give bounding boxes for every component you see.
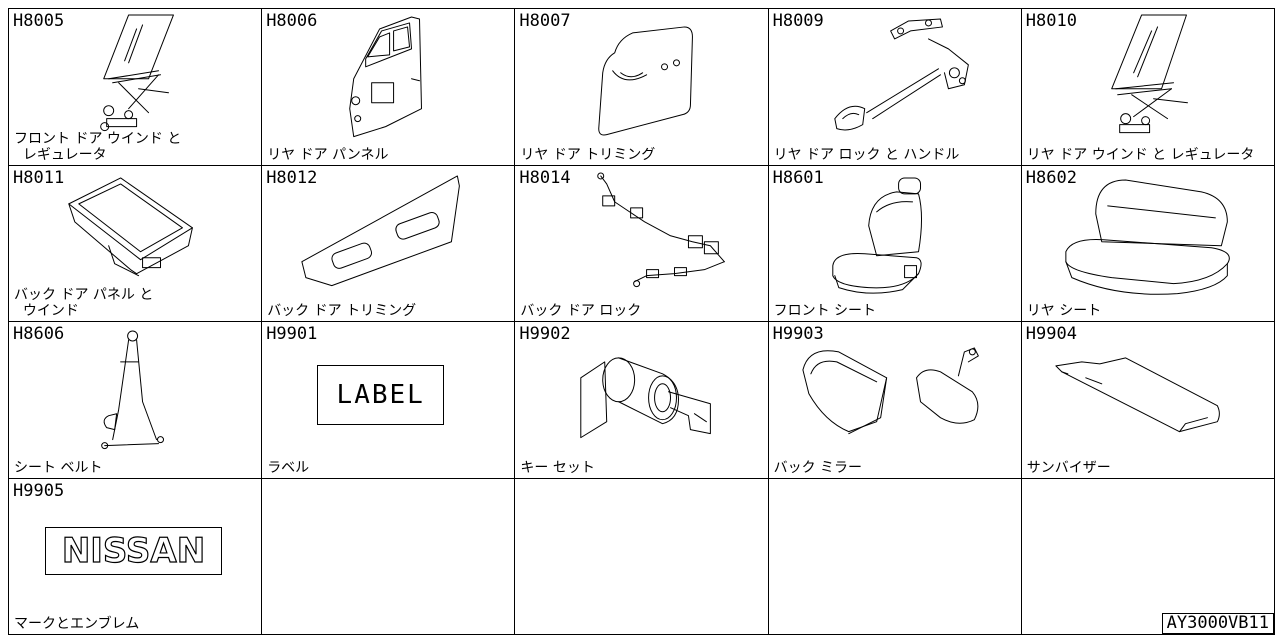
part-code: H9905 [13, 480, 65, 501]
label-text: LABEL [336, 380, 425, 410]
part-code: H8602 [1025, 167, 1077, 188]
front-door-window-regulator-icon [100, 14, 174, 132]
part-name: リヤ ドア トリミング [520, 146, 656, 163]
part-name: リヤ ドア ウインド と レギュレータ [1026, 146, 1255, 163]
back-mirror-icon [801, 347, 979, 435]
part-name: フロント シート [773, 303, 877, 319]
back-door-panel-window-icon [68, 176, 193, 276]
label-box: LABEL [317, 365, 445, 425]
catalog-cell-h8014[interactable]: H8014 バック ドア ロック [515, 165, 769, 322]
empty-cell [262, 478, 516, 635]
part-name: マークとエンブレム [14, 616, 140, 632]
rear-seat-icon [1065, 178, 1230, 295]
part-code: H8006 [266, 11, 318, 31]
part-code: H8010 [1025, 11, 1077, 31]
catalog-cell-h9905[interactable]: H9905 NISSAN マークとエンブレム [9, 478, 263, 635]
catalog-cell-h8010[interactable]: H8010 リヤ ドア ウインド と レギュレータ [1021, 9, 1275, 166]
part-code: H8606 [13, 324, 65, 344]
catalog-cell-h9902[interactable]: H9902 キー セット [515, 322, 769, 479]
rear-door-lock-handle-icon [833, 18, 969, 131]
emblem-text: NISSAN [61, 530, 206, 571]
empty-cell [768, 478, 1022, 635]
part-code: H8601 [772, 167, 824, 188]
catalog-cell-h8011[interactable]: H8011 バック ドア パネル と ウインド [9, 165, 263, 322]
catalog-cell-h9901[interactable]: H9901 LABEL ラベル [262, 322, 516, 479]
empty-cell [1021, 478, 1275, 635]
part-code: H8012 [266, 167, 318, 188]
rear-door-trim-icon [598, 26, 694, 136]
part-name: バック ドア トリミング [267, 303, 417, 319]
catalog-cell-h8005[interactable]: H8005 フロント ドア ウインド と レギュレータ [9, 9, 263, 166]
part-name: フロント ドア ウインド と レギュレータ [14, 130, 182, 163]
part-name: バック ミラー [773, 459, 863, 476]
back-door-lock-icon [597, 171, 726, 287]
catalog-cell-h9903[interactable]: H9903 バック ミラー [768, 322, 1022, 479]
part-name: リヤ ドア ロック と ハンドル [773, 146, 960, 163]
empty-cell [515, 478, 769, 635]
part-name: バック ドア ロック [520, 303, 642, 319]
part-code: H8007 [519, 11, 571, 31]
seat-belt-icon [101, 330, 165, 450]
catalog-cell-h9904[interactable]: H9904 サンバイザー [1021, 322, 1275, 479]
part-code: H9903 [772, 324, 824, 344]
part-code: H8009 [772, 11, 824, 31]
part-code: H8014 [519, 167, 571, 188]
part-name: リヤ ドア パンネル [267, 146, 389, 163]
part-name: リヤ シート [1026, 303, 1102, 319]
part-name: サンバイザー [1026, 459, 1111, 476]
catalog-cell-h8012[interactable]: H8012 バック ドア トリミング [262, 165, 516, 322]
part-code: H8011 [13, 167, 65, 188]
part-name: バック ドア パネル と ウインド [14, 287, 154, 319]
parts-catalog-grid: H8005 フロント ドア ウインド と レギュレータ H8006 リヤ ドア … [8, 8, 1275, 635]
part-code: H9901 [266, 324, 318, 344]
catalog-cell-h8606[interactable]: H8606 シート ベルト [9, 322, 263, 479]
catalog-cell-h8601[interactable]: H8601 フロント シート [768, 165, 1022, 322]
catalog-cell-h8006[interactable]: H8006 リヤ ドア パンネル [262, 9, 516, 166]
key-set-icon [580, 357, 712, 439]
back-door-trim-icon [301, 174, 461, 286]
rear-door-window-regulator-icon [1111, 14, 1188, 134]
sun-visor-icon [1055, 357, 1220, 433]
front-seat-icon [831, 176, 922, 294]
part-code: H8005 [13, 11, 65, 31]
catalog-cell-h8009[interactable]: H8009 リヤ ドア ロック と ハンドル [768, 9, 1022, 166]
catalog-cell-h8007[interactable]: H8007 リヤ ドア トリミング [515, 9, 769, 166]
part-code: H9902 [519, 324, 571, 344]
part-name: ラベル [267, 459, 310, 476]
part-code: H9904 [1025, 324, 1077, 344]
part-name: キー セット [520, 459, 595, 476]
rear-door-panel-icon [349, 16, 423, 138]
catalog-reference-code: AY3000VB11 [1161, 613, 1274, 634]
catalog-cell-h8602[interactable]: H8602 リヤ シート [1021, 165, 1275, 322]
emblem-box: NISSAN [45, 526, 222, 575]
part-name: シート ベルト [14, 459, 103, 476]
